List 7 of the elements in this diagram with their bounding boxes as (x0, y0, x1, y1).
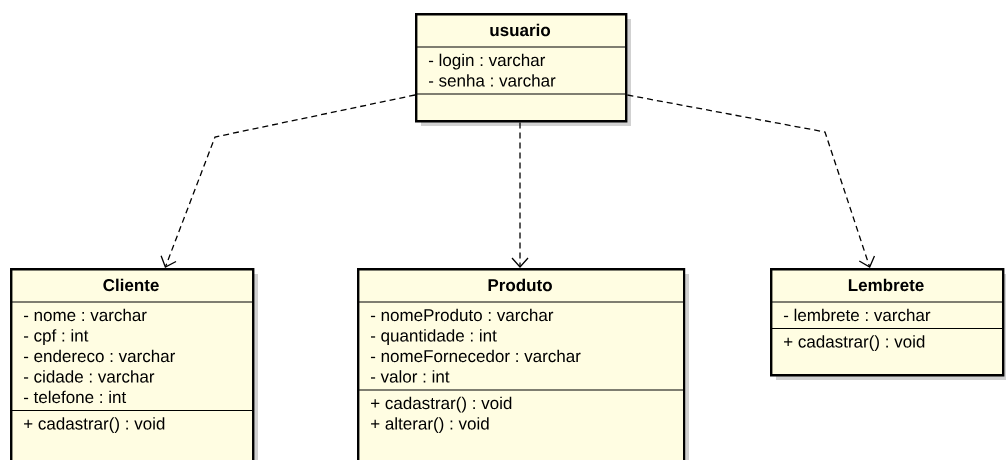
class-box: Produto - nomeProduto : varchar - quantidade : int - nomeFornecedor : varchar - valor : int + cadastrar() : void + alterar() : void (356, 268, 689, 460)
dependency-arrow (511, 121, 529, 268)
dependency-arrow (626, 94, 876, 268)
class-box: Lembrete - lembrete : varchar + cadastrar() : void (769, 268, 1006, 380)
class-box: usuario - login : varchar - senha : varchar (414, 13, 631, 126)
dependency-arrow (160, 94, 416, 268)
class-box: Cliente - nome : varchar - cpf : int - endereco : varchar - cidade : varchar - telefone : int + cadastrar() : void (9, 268, 258, 460)
